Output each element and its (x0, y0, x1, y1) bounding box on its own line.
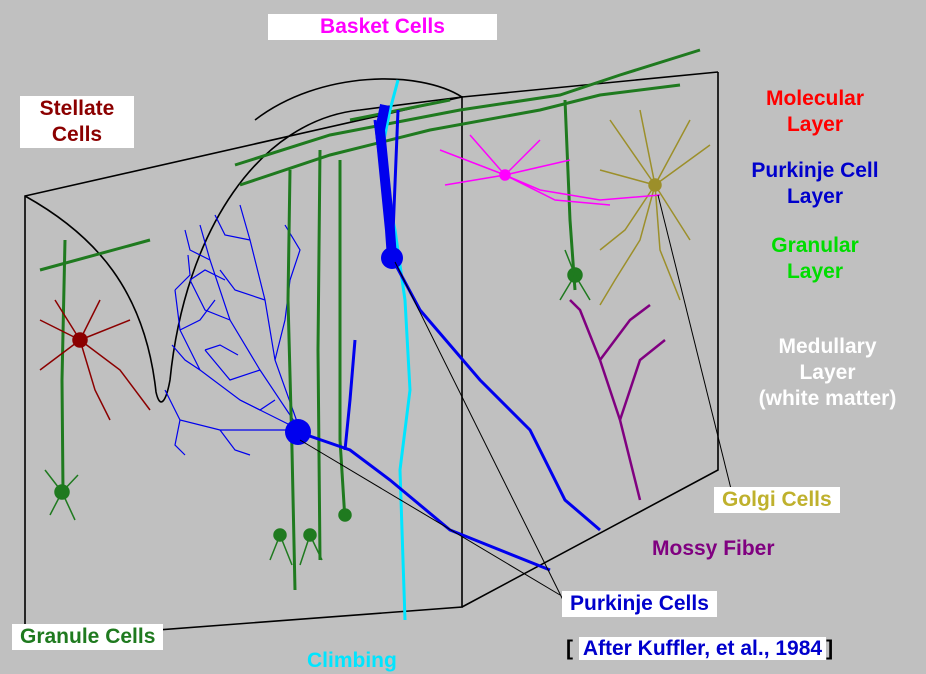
pointer-golgi (658, 195, 735, 505)
label-climbing: Climbing (307, 648, 397, 674)
parallel-fiber-1 (235, 50, 700, 165)
label-purkinje-layer-line1: Purkinje Cell (730, 158, 900, 184)
block-outline (25, 72, 718, 640)
purkinje-soma-upper (381, 247, 403, 269)
golgi-cell (600, 110, 710, 305)
label-medullary-line3: (white matter) (735, 386, 920, 412)
top-curve (255, 79, 462, 120)
right-face-edge (462, 72, 718, 607)
citation-text: After Kuffler, et al., 1984 (579, 637, 826, 660)
granule-cell (339, 509, 351, 521)
label-purkinje-cells: Purkinje Cells (562, 591, 717, 617)
label-medullary-layer: Medullary Layer (white matter) (735, 334, 920, 412)
purkinje-axon-lower (298, 432, 550, 570)
pointer-purkinje-upper (395, 262, 563, 600)
label-molecular-line1: Molecular (740, 86, 890, 112)
label-purkinje-cell-layer: Purkinje Cell Layer (730, 158, 900, 210)
parallel-fiber-2 (240, 85, 680, 185)
label-granular-line1: Granular (740, 233, 890, 259)
citation-bracket-close: ] (826, 637, 833, 660)
label-molecular-layer: Molecular Layer (740, 86, 890, 138)
label-mossy-fiber: Mossy Fiber (652, 536, 775, 562)
purkinje-dendrite-tree-left (165, 205, 300, 455)
label-golgi-cells: Golgi Cells (714, 487, 840, 513)
citation-bracket-open: [ (566, 637, 573, 660)
label-stellate-cells: Stellate Cells (20, 96, 134, 148)
label-medullary-line2: Layer (735, 360, 920, 386)
label-purkinje-layer-line2: Layer (730, 184, 900, 210)
label-stellate-line2: Cells (28, 122, 126, 148)
label-basket-cells: Basket Cells (268, 14, 497, 40)
purkinje-cells (285, 105, 600, 570)
label-molecular-line2: Layer (740, 112, 890, 138)
stellate-cell (40, 300, 150, 420)
mossy-fiber (570, 300, 665, 500)
citation: [ After Kuffler, et al., 1984] (566, 636, 833, 662)
label-stellate-line1: Stellate (28, 96, 126, 122)
label-granular-layer: Granular Layer (740, 233, 890, 285)
purkinje-soma-lower (285, 419, 311, 445)
label-granule-cells: Granule Cells (12, 624, 163, 650)
label-medullary-line1: Medullary (735, 334, 920, 360)
label-granular-line2: Layer (740, 259, 890, 285)
purkinje-axon-upper (392, 258, 600, 530)
